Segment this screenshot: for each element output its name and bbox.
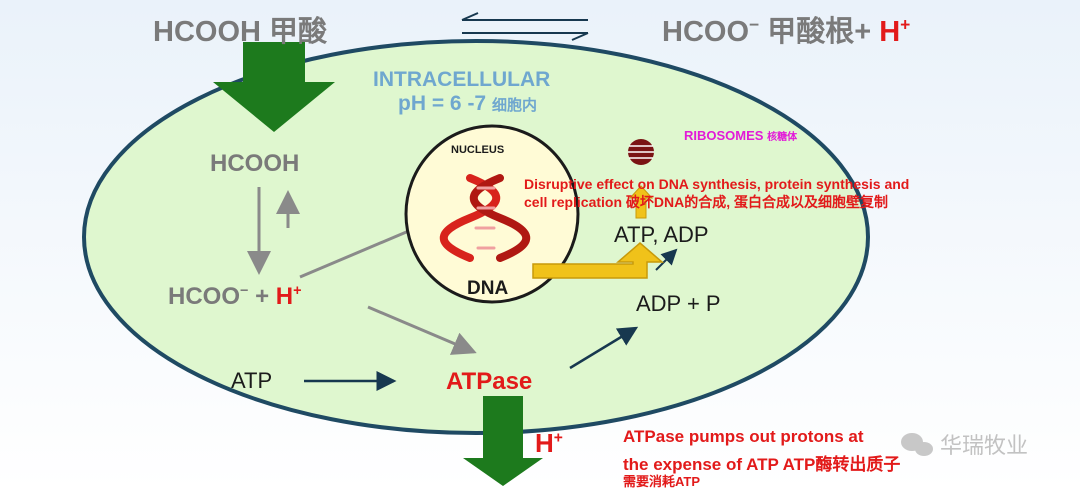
region-ph-value: pH = 6 -7 [398, 92, 487, 115]
atp-label: ATP [231, 368, 273, 393]
ribosomes-label: RIBOSOMES 核糖体 [684, 128, 797, 143]
outflow-line-1: ATPase pumps out protons at [623, 427, 864, 446]
region-ph: pH = 6 -7 细胞内 [398, 92, 537, 116]
arrow-to-atpase [367, 305, 477, 355]
plus-sign: + [248, 283, 276, 310]
atp-adp-label: ATP, ADP [614, 222, 709, 247]
proton-outside: H+ [535, 428, 563, 459]
gold-arrow-dna-to-ribosome [532, 242, 665, 279]
green-arrow-in [213, 42, 335, 132]
region-label: INTRACELLULAR [373, 68, 551, 91]
effect-line-1: Disruptive effect on DNA synthesis, prot… [524, 176, 910, 192]
adp-p-label: ADP + P [636, 291, 721, 316]
equation-formate-cn: 甲酸根+ [759, 16, 880, 48]
proton-inside-charge: + [293, 283, 302, 299]
equation-formate: HCOO [662, 16, 749, 48]
dna-label: DNA [467, 278, 509, 299]
dissociation-products: HCOO− + H+ [168, 283, 302, 311]
wechat-icon [901, 433, 933, 456]
watermark: 华瑞牧业 [940, 433, 1029, 458]
outflow-line-3: 需要消耗ATP [623, 474, 701, 489]
equation-left: HCOOH 甲酸 [153, 16, 328, 48]
ribosomes-label-en: RIBOSOMES [684, 128, 764, 143]
hcooh-inside: HCOOH [210, 150, 300, 177]
proton-inside: H [275, 283, 294, 310]
proton-outside-charge: + [553, 429, 563, 447]
arrow-atpase-to-adp [569, 326, 639, 370]
effect-line-2: cell replication 破坏DNA的合成, 蛋白合成以及细胞壁复制 [524, 194, 889, 210]
equation-proton: H [879, 16, 901, 48]
dna-helix [439, 174, 531, 262]
proton-outside-symbol: H [535, 428, 554, 458]
formate-ion: HCOO [168, 283, 240, 310]
gold-arrow-to-ribosome [628, 185, 654, 219]
equation-formate-charge: − [749, 14, 760, 35]
arrow-adp-to-atp [655, 248, 678, 271]
equation-proton-charge: + [900, 14, 911, 35]
equation-right: HCOO− 甲酸根+ H+ [662, 8, 910, 50]
region-ph-cn: 细胞内 [491, 97, 537, 114]
atpase-label: ATPase [446, 368, 533, 395]
equilibrium-arrows [461, 12, 589, 41]
nucleus-label: NUCLEUS [451, 144, 505, 156]
formate-ion-charge: − [240, 283, 249, 299]
outflow-line-2: the expense of ATP ATP酶转出质子 [623, 455, 901, 474]
green-arrow-out [463, 396, 543, 486]
ribosomes-label-cn: 核糖体 [767, 132, 798, 143]
ribosome-icon [628, 139, 654, 165]
